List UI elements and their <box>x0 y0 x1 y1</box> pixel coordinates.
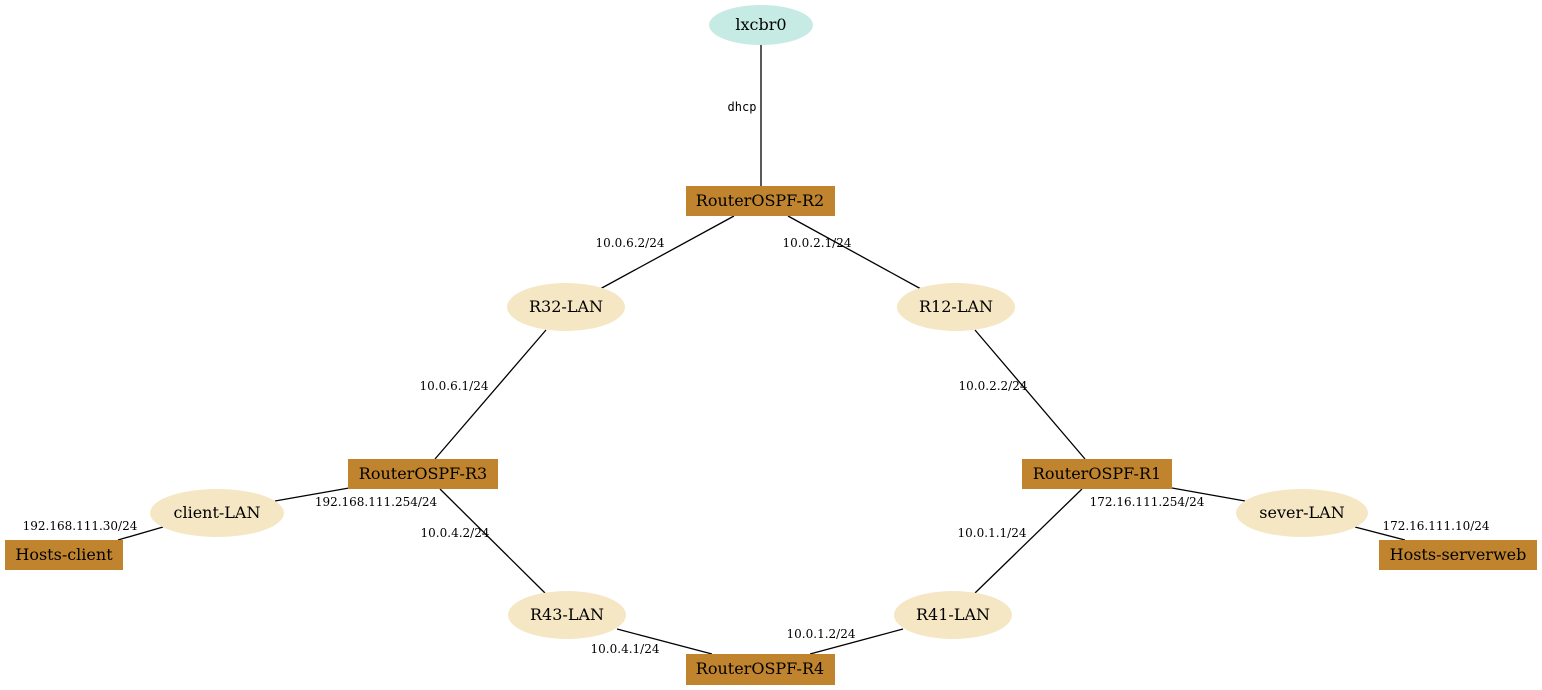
edge-r1-severlan <box>1171 487 1246 502</box>
edge-severlan-hostsserverweb <box>1354 526 1406 541</box>
router-box <box>686 654 835 685</box>
edges <box>117 44 1406 655</box>
lan-ellipse <box>508 591 626 639</box>
node-hosts-serverweb-label: Hosts-serverweb <box>1390 545 1527 564</box>
edge-label-r1-sever: 172.16.111.254/24 <box>1090 495 1205 509</box>
edge-label-r1-r41: 10.0.1.1/24 <box>958 526 1027 540</box>
edge-r41lan-r4 <box>809 628 904 655</box>
edge-label-r4-r43: 10.0.4.1/24 <box>591 642 660 656</box>
node-router-r1[interactable]: RouterOSPF-R1 <box>1022 459 1172 489</box>
node-router-r2[interactable]: RouterOSPF-R2 <box>686 186 835 216</box>
node-r12-lan-label: R12-LAN <box>919 297 993 316</box>
host-box <box>1379 540 1537 570</box>
edge-r2-r12lan <box>787 215 922 290</box>
node-r43-lan-label: R43-LAN <box>530 605 604 624</box>
node-hosts-client-label: Hosts-client <box>15 545 113 564</box>
lan-ellipse <box>1236 489 1368 537</box>
edge-clientlan-hostsclient <box>117 526 164 541</box>
node-router-r3[interactable]: RouterOSPF-R3 <box>348 459 498 489</box>
node-hosts-client[interactable]: Hosts-client <box>5 540 123 570</box>
edge-label-hosts-client: 192.168.111.30/24 <box>23 519 138 533</box>
node-router-r4-label: RouterOSPF-R4 <box>696 659 824 678</box>
node-r43-lan[interactable]: R43-LAN <box>508 591 626 639</box>
lan-ellipse <box>894 591 1012 639</box>
node-router-r3-label: RouterOSPF-R3 <box>359 464 487 483</box>
router-box <box>1022 459 1172 489</box>
edge-r2-r32lan <box>599 215 735 290</box>
node-r41-lan[interactable]: R41-LAN <box>894 591 1012 639</box>
node-r32-lan-label: R32-LAN <box>529 297 603 316</box>
edge-r3-r43lan <box>439 488 546 594</box>
node-sever-lan-label: sever-LAN <box>1259 503 1344 522</box>
node-router-r2-label: RouterOSPF-R2 <box>696 191 824 210</box>
edge-label-r2-r32: 10.0.6.2/24 <box>596 236 665 250</box>
node-r32-lan[interactable]: R32-LAN <box>507 283 625 331</box>
edge-r1-r41lan <box>974 488 1083 594</box>
lan-ellipse <box>897 283 1015 331</box>
node-client-lan[interactable]: client-LAN <box>150 489 284 537</box>
node-lxcbr0-label: lxcbr0 <box>735 15 786 34</box>
bridge-ellipse <box>709 5 813 45</box>
edge-r3-clientlan <box>274 487 350 502</box>
node-r12-lan[interactable]: R12-LAN <box>897 283 1015 331</box>
edge-r32lan-r3 <box>434 329 547 460</box>
node-router-r4[interactable]: RouterOSPF-R4 <box>686 654 835 685</box>
edge-label-hosts-serverweb: 172.16.111.10/24 <box>1382 519 1489 533</box>
edge-r12lan-r1 <box>974 329 1086 460</box>
node-lxcbr0[interactable]: lxcbr0 <box>709 5 813 45</box>
node-router-r1-label: RouterOSPF-R1 <box>1033 464 1161 483</box>
node-hosts-serverweb[interactable]: Hosts-serverweb <box>1379 540 1537 570</box>
edge-r43lan-r4 <box>616 628 713 655</box>
node-client-lan-label: client-LAN <box>174 503 261 522</box>
edge-label-dhcp: dhcp <box>728 100 757 114</box>
host-box <box>5 540 123 570</box>
lan-ellipse <box>150 489 284 537</box>
node-sever-lan[interactable]: sever-LAN <box>1236 489 1368 537</box>
edge-label-r3-r32: 10.0.6.1/24 <box>420 379 489 393</box>
edge-label-r3-r43: 10.0.4.2/24 <box>421 526 490 540</box>
nodes: lxcbr0 RouterOSPF-R2 R32-LAN R12-LAN Rou… <box>5 5 1537 685</box>
edge-label-r2-r12: 10.0.2.1/24 <box>783 236 852 250</box>
node-r41-lan-label: R41-LAN <box>916 605 990 624</box>
edge-label-r3-client: 192.168.111.254/24 <box>315 495 438 509</box>
router-box <box>348 459 498 489</box>
lan-ellipse <box>507 283 625 331</box>
edge-label-r4-r41: 10.0.1.2/24 <box>787 627 856 641</box>
router-box <box>686 186 835 216</box>
edge-label-r1-r12: 10.0.2.2/24 <box>959 379 1028 393</box>
edge-labels: dhcp 10.0.6.2/24 10.0.2.1/24 10.0.6.1/24… <box>23 100 1490 656</box>
